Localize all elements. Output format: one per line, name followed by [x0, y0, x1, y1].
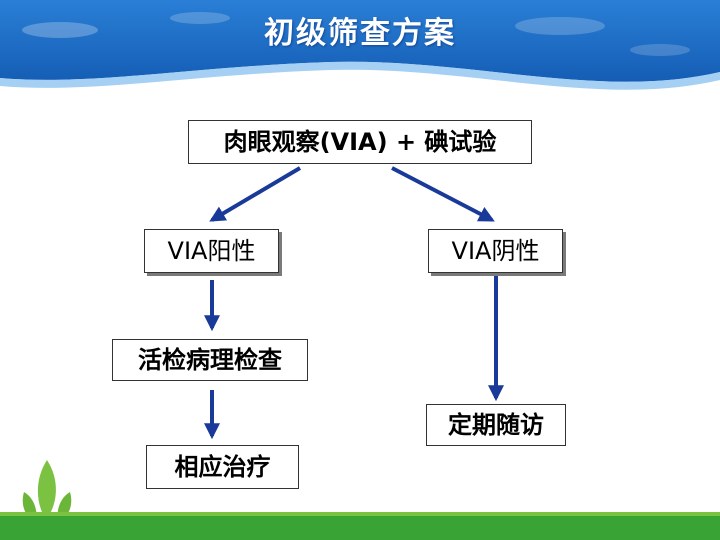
node-via-negative: VIA阴性: [428, 229, 563, 273]
header-background: [0, 0, 720, 90]
arrow-top-to-positive: [209, 166, 302, 222]
arrow-top-to-negative: [391, 166, 495, 222]
node-via-positive: VIA阳性: [144, 229, 279, 273]
slide-footer: [0, 512, 720, 540]
slide-title: 初级筛查方案: [264, 16, 456, 51]
node-biopsy: 活检病理检查: [112, 339, 308, 381]
slide-header: 初级筛查方案: [0, 0, 720, 110]
node-screening-method: 肉眼观察(VIA) + 碘试验: [188, 120, 532, 164]
node-treatment: 相应治疗: [146, 445, 299, 489]
node-follow-up: 定期随访: [426, 404, 566, 446]
